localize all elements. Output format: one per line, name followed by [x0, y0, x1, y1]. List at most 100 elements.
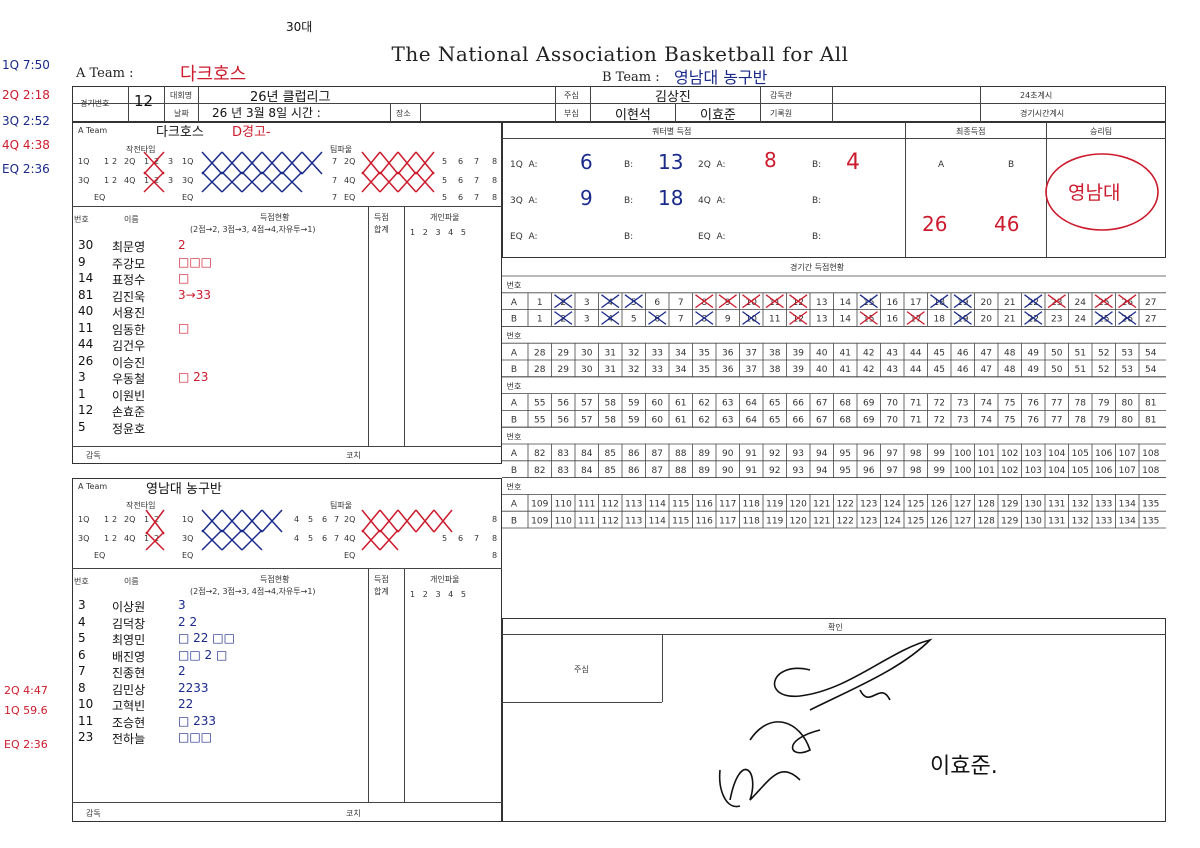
game-clock-label: 경기시간계시 — [1020, 109, 1065, 118]
final-b: 46 — [994, 212, 1020, 236]
grid-number: 31 — [605, 348, 616, 358]
svg-text:7: 7 — [474, 176, 479, 185]
grid-number: 10 — [746, 298, 758, 308]
svg-text:6: 6 — [458, 176, 463, 185]
player-name: 이승진 — [112, 355, 146, 370]
grid-number: 115 — [672, 516, 689, 526]
grid-number: 84 — [581, 466, 593, 476]
grid-number: 41 — [840, 348, 851, 358]
player-score: 3 — [178, 598, 186, 612]
svg-text:2: 2 — [112, 534, 117, 543]
grid-number: 54 — [1145, 348, 1157, 358]
grid-number: 103 — [1025, 449, 1042, 459]
grid-number: 44 — [910, 365, 922, 375]
grid-number: 125 — [907, 499, 924, 509]
left-note-4: 4Q 4:38 — [2, 138, 50, 152]
grid-number: 번호 — [507, 432, 522, 441]
grid-number: 107 — [1119, 449, 1136, 459]
grid-number: A — [511, 449, 518, 459]
grid-number: 99 — [934, 466, 946, 476]
svg-text:1: 1 — [144, 157, 149, 166]
grid-number: 58 — [605, 399, 617, 409]
grid-number: 94 — [816, 466, 828, 476]
grid-number: 57 — [581, 415, 592, 425]
svg-text:8: 8 — [492, 534, 497, 543]
grid-number: 81 — [1145, 399, 1156, 409]
player-name: 배진영 — [112, 649, 146, 664]
grid-number: 46 — [957, 348, 969, 358]
grid-number: 72 — [934, 415, 945, 425]
grid-number: 103 — [1025, 466, 1042, 476]
grid-number: 21 — [1004, 315, 1015, 325]
grid-number: 1 — [537, 315, 543, 325]
grid-number: 25 — [1098, 315, 1109, 325]
svg-text:7: 7 — [332, 176, 337, 185]
grid-number: 65 — [769, 399, 780, 409]
grid-number: 11 — [769, 315, 780, 325]
grid-number: 12 — [793, 315, 804, 325]
grid-number: 110 — [555, 516, 572, 526]
grid-number: 131 — [1048, 516, 1065, 526]
score-mark — [953, 311, 972, 325]
grid-number: 59 — [628, 415, 640, 425]
player-number: 26 — [78, 353, 94, 368]
player-name: 최문영 — [112, 240, 146, 254]
grid-number: 133 — [1095, 516, 1112, 526]
grid-number: 34 — [675, 365, 687, 375]
grid-number: 92 — [769, 466, 780, 476]
grid-number: 12 — [793, 298, 804, 308]
score-mark — [718, 294, 737, 309]
grid-number: 135 — [1142, 499, 1159, 509]
score-mark — [1118, 294, 1137, 309]
grid-number: 16 — [887, 298, 899, 308]
grid-number: 51 — [1075, 365, 1086, 375]
grid-number: 8 — [701, 315, 707, 325]
player-number: 23 — [78, 730, 94, 744]
svg-text:3Q: 3Q — [182, 176, 193, 185]
grid-number: 91 — [746, 449, 757, 459]
grid-number: 55 — [534, 399, 545, 409]
grid-number: 52 — [1098, 348, 1109, 358]
grid-number: 124 — [884, 516, 901, 526]
svg-text:EQ: EQ — [94, 551, 105, 560]
player-name: 이상원 — [112, 600, 146, 614]
q2-b: 4 — [846, 150, 860, 175]
player-score: □ 233 — [178, 713, 217, 728]
grid-number: 90 — [722, 466, 734, 476]
grid-number: 121 — [813, 516, 830, 526]
grid-number: 104 — [1048, 466, 1065, 476]
svg-text:7: 7 — [332, 157, 337, 166]
a-timeout-label: 작전타임 — [126, 145, 156, 154]
grid-number: 91 — [746, 466, 757, 476]
grid-number: 80 — [1122, 399, 1134, 409]
svg-text:2Q: 2Q — [124, 157, 135, 166]
player-number: 3 — [78, 370, 86, 384]
grid-number: 112 — [602, 499, 619, 509]
grid-number: 62 — [699, 399, 710, 409]
grid-number: 59 — [628, 399, 640, 409]
player-score: □□ 2 □ — [178, 647, 228, 662]
svg-text:1Q: 1Q — [78, 157, 89, 166]
score-mark — [906, 311, 925, 325]
a-no-label: 번호 — [74, 215, 89, 224]
grid-number: 63 — [722, 399, 733, 409]
player-score: 22 — [178, 697, 194, 711]
grid-number: 22 — [1028, 298, 1039, 308]
grid-number: 70 — [887, 399, 899, 409]
svg-text:5: 5 — [442, 157, 447, 166]
grid-number: 18 — [934, 298, 946, 308]
player-number: 40 — [78, 304, 94, 318]
grid-number: B — [511, 516, 517, 526]
grid-number: 75 — [1004, 415, 1015, 425]
b-left-note-2: 1Q 59.6 — [4, 704, 48, 717]
grid-number: 67 — [816, 399, 827, 409]
svg-text:8: 8 — [492, 176, 497, 185]
team-a-note: D경고- — [232, 125, 271, 140]
final-score-label: 최종득점 — [956, 127, 986, 136]
grid-number: 63 — [722, 415, 733, 425]
signature-text: 이효준. — [930, 754, 998, 779]
